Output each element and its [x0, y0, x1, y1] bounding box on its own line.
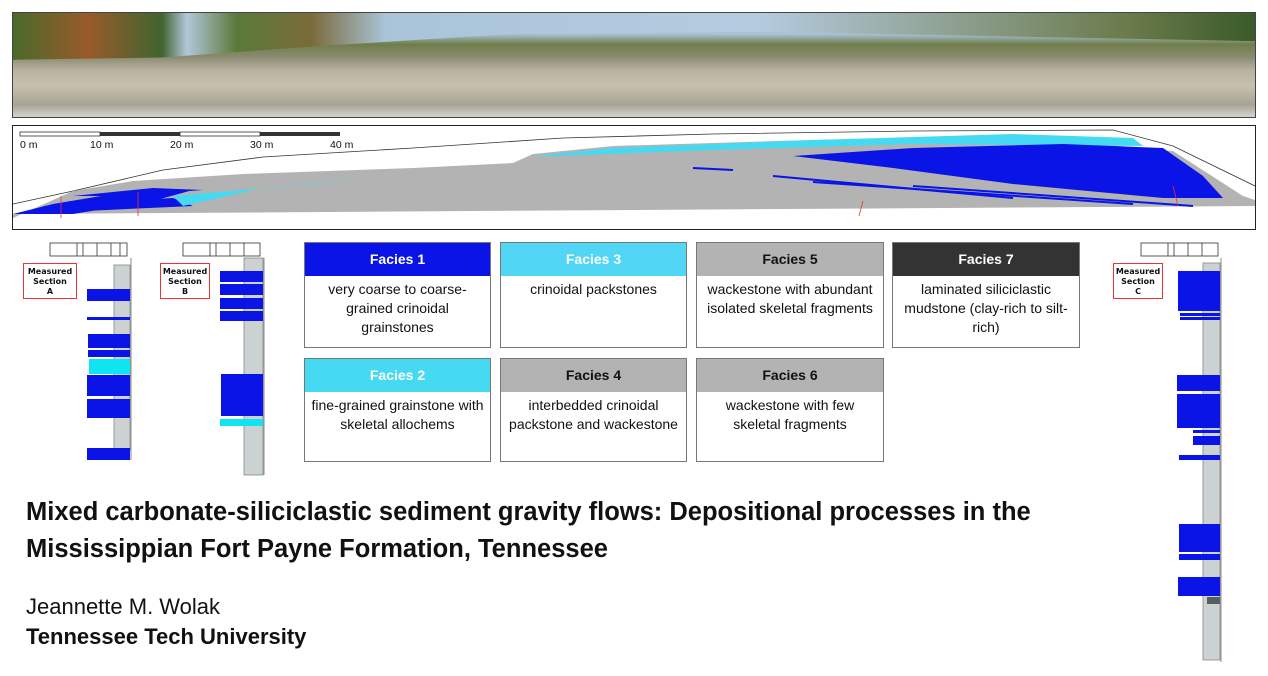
blue-beds-left: [13, 188, 203, 214]
facies-description: very coarse to coarse-grained crinoidal …: [328, 281, 467, 335]
outcrop-cross-section: 0 m 10 m 20 m 30 m 40 m: [12, 125, 1256, 230]
facies-title: Facies 1: [305, 243, 490, 276]
author-name: Jeannette M. Wolak: [26, 594, 221, 619]
facies-4-box: Facies 4 interbedded crinoidal packstone …: [500, 358, 687, 462]
grain-size-scales: [49, 242, 1219, 257]
scale-tick-10: 10 m: [90, 139, 114, 151]
label-line: Measured: [1115, 267, 1161, 276]
facies-7-box: Facies 7 laminated siliciclastic mudstone…: [892, 242, 1080, 348]
scale-bar: [19, 131, 340, 137]
facies-description: laminated siliciclastic mudstone (clay-r…: [904, 281, 1068, 335]
title-line-2: Mississippian Fort Payne Formation, Tenn…: [26, 535, 608, 563]
thin-blue-beds: [692, 167, 1194, 207]
section-location-lines: [60, 185, 1179, 218]
topography-line: [12, 129, 1256, 205]
label-line: B: [181, 287, 189, 296]
section-a-column: [87, 258, 132, 460]
title-line-1: Mixed carbonate-siliciclastic sediment g…: [26, 498, 1031, 526]
section-b-column: [220, 257, 265, 476]
label-line: A: [46, 287, 54, 296]
facies-title: Facies 5: [697, 243, 883, 276]
cyan-bed-left: [173, 178, 373, 206]
paper-title: Mixed carbonate-siliciclastic sediment g…: [26, 494, 1031, 568]
facies-description: crinoidal packstones: [530, 281, 657, 297]
affiliation: Tennessee Tech University: [26, 624, 307, 649]
facies-5-box: Facies 5 wackestone with abundant isolate…: [696, 242, 884, 348]
facies-title: Facies 6: [697, 359, 883, 392]
facies-1-box: Facies 1 very coarse to coarse-grained cr…: [304, 242, 491, 348]
section-c-column: [1177, 258, 1222, 662]
facies-title: Facies 3: [501, 243, 686, 276]
label-line: C: [1135, 287, 1141, 296]
label-line: Section: [33, 277, 67, 286]
scale-tick-40: 40 m: [330, 139, 354, 151]
scale-tick-30: 30 m: [250, 139, 274, 151]
blue-bed-right: [793, 144, 1223, 198]
label-line: Measured: [27, 267, 73, 276]
facies-2-box: Facies 2 fine-grained grainstone with ske…: [304, 358, 491, 462]
label-line: Measured: [162, 267, 208, 276]
label-line: Section: [1121, 277, 1155, 286]
facies-description: fine-grained grainstone with skeletal al…: [311, 397, 484, 432]
facies-title: Facies 7: [893, 243, 1079, 276]
facies-description: wackestone with abundant isolated skelet…: [707, 281, 873, 316]
facies-title: Facies 2: [305, 359, 490, 392]
outcrop-photo-panorama: [12, 12, 1256, 118]
facies-description: wackestone with few skeletal fragments: [725, 397, 855, 432]
scale-tick-20: 20 m: [170, 139, 194, 151]
facies-description: interbedded crinoidal packstone and wack…: [509, 397, 678, 432]
facies-title: Facies 4: [501, 359, 686, 392]
scale-tick-0: 0 m: [20, 139, 38, 151]
cyan-bed-upper: [533, 134, 1143, 156]
facies-3-box: Facies 3 crinoidal packstones: [500, 242, 687, 348]
facies-6-box: Facies 6 wackestone with few skeletal fra…: [696, 358, 884, 462]
label-line: Section: [168, 277, 202, 286]
